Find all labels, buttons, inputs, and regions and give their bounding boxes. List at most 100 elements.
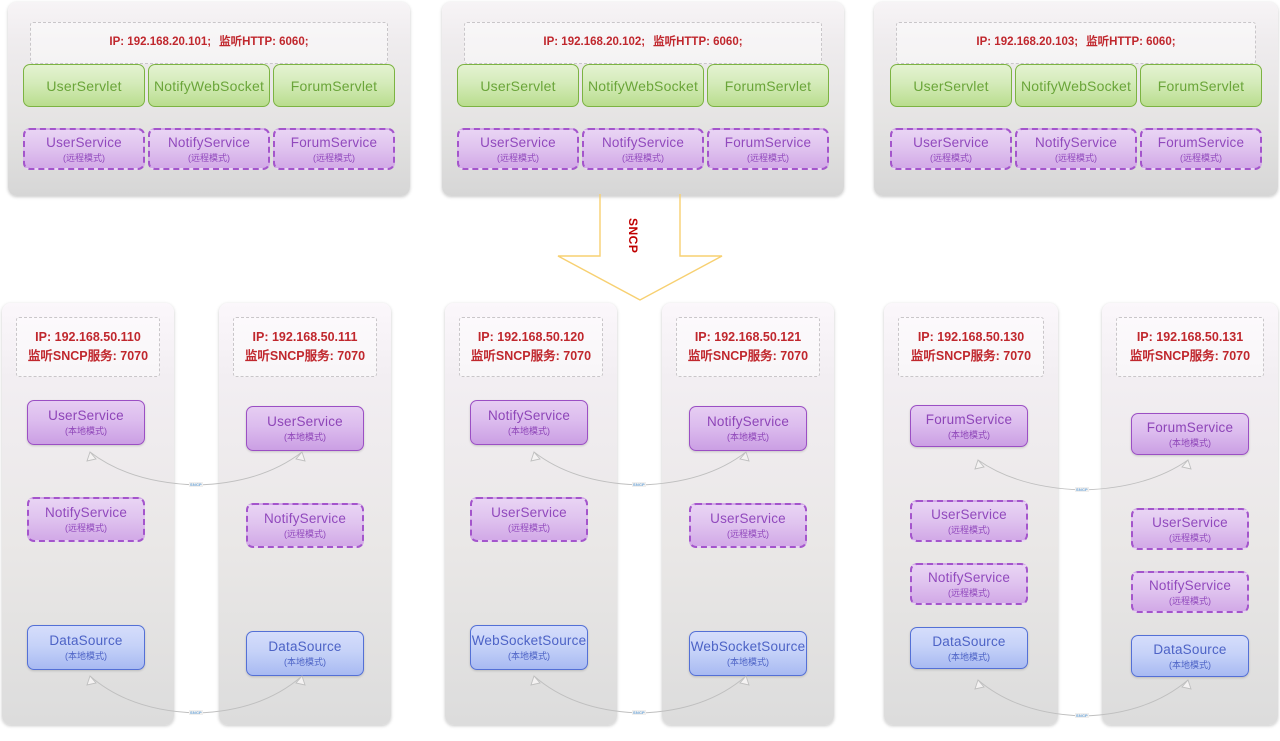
sncp-component-name-1-3: DataSource [49, 633, 123, 648]
servlet-box-2-2[interactable]: NotifyWebSocket [582, 64, 704, 107]
sncp-component-box-5-1[interactable]: ForumService(本地模式) [910, 405, 1028, 447]
sncp-component-mode-2-1: (本地模式) [284, 432, 326, 442]
service-box-3-1[interactable]: UserService (远程模式) [890, 128, 1012, 170]
sncp-component-mode-1-3: (本地模式) [65, 651, 107, 661]
sncp-component-box-6-2[interactable]: UserService (远程模式) [1131, 508, 1249, 550]
servlet-box-1-1[interactable]: UserServlet [23, 64, 145, 107]
sncp-connector-label-lower-2: SNCP [632, 710, 646, 715]
service-name-2-2: NotifyService [601, 134, 685, 150]
service-box-1-3[interactable]: ForumService(远程模式) [273, 128, 395, 170]
servlet-name-2-2: NotifyWebSocket [587, 77, 699, 94]
sncp-component-mode-3-3: (本地模式) [508, 651, 550, 661]
servlet-box-2-1[interactable]: UserServlet [457, 64, 579, 107]
sncp-component-box-2-2[interactable]: NotifyService(远程模式) [246, 503, 364, 548]
sncp-component-mode-3-1: (本地模式) [508, 426, 550, 436]
service-mode-1-2: (远程模式) [188, 152, 230, 163]
sncp-component-box-6-1[interactable]: ForumService(本地模式) [1131, 413, 1249, 455]
sncp-component-mode-1-2: (远程模式) [65, 523, 107, 533]
sncp-component-box-3-3[interactable]: WebSocketSource(本地模式) [470, 625, 588, 670]
service-box-1-1[interactable]: UserService(远程模式) [23, 128, 145, 170]
servlet-box-3-2[interactable]: NotifyWebSocket [1015, 64, 1137, 107]
service-mode-3-2: (远程模式) [1055, 152, 1097, 163]
sncp-component-mode-6-3: (远程模式) [1169, 595, 1211, 606]
service-mode-2-2: (远程模式) [622, 152, 664, 163]
top-host-panel-1: IP: 192.168.20.101;监听HTTP: 6060; UserServ… [8, 2, 410, 196]
sncp-component-mode-3-2: (远程模式) [508, 523, 550, 533]
sncp-component-box-1-3[interactable]: DataSource (本地模式) [27, 625, 145, 670]
sncp-component-mode-6-2: (远程模式) [1169, 532, 1211, 543]
sncp-component-mode-6-4: (本地模式) [1169, 659, 1211, 670]
sncp-component-box-5-3[interactable]: NotifyService (远程模式) [910, 563, 1028, 605]
sncp-ip-line2-3: 监听SNCP服务: 7070 [470, 349, 592, 363]
top-ip-line2-1: 监听HTTP: 6060; [219, 36, 309, 49]
sncp-ip-line2-2: 监听SNCP服务: 7070 [244, 349, 366, 363]
sncp-connector-label-upper-2: SNCP [632, 482, 646, 487]
sncp-component-box-2-3[interactable]: DataSource(本地模式) [246, 631, 364, 676]
servlet-box-1-2[interactable]: NotifyWebSocket [148, 64, 270, 107]
service-mode-3-1: (远程模式) [930, 152, 972, 163]
top-ip-header-1: IP: 192.168.20.101;监听HTTP: 6060; [30, 22, 388, 64]
service-mode-3-3: (远程模式) [1180, 152, 1222, 163]
sncp-component-name-5-4: DataSource [932, 633, 1006, 649]
sncp-component-name-6-4: DataSource [1153, 641, 1227, 657]
sncp-component-name-2-3: DataSource [268, 639, 342, 654]
service-name-3-1: UserService [913, 134, 989, 150]
servlet-box-1-3[interactable]: ForumServlet [273, 64, 395, 107]
service-mode-1-1: (远程模式) [63, 152, 105, 163]
service-box-2-1[interactable]: UserService(远程模式) [457, 128, 579, 170]
sncp-component-box-1-1[interactable]: UserService(本地模式) [27, 400, 145, 445]
sncp-component-box-4-2[interactable]: UserService(远程模式) [689, 503, 807, 548]
servlet-box-3-3[interactable]: ForumServlet [1140, 64, 1262, 107]
service-box-1-2[interactable]: NotifyService (远程模式) [148, 128, 270, 170]
sncp-component-box-6-3[interactable]: NotifyService(远程模式) [1131, 571, 1249, 613]
top-host-panel-2: IP: 192.168.20.102;监听HTTP: 6060;UserServ… [442, 2, 844, 196]
sncp-component-mode-5-3: (远程模式) [948, 587, 990, 598]
service-name-3-2: NotifyService [1034, 134, 1118, 150]
sncp-component-box-6-4[interactable]: DataSource (本地模式) [1131, 635, 1249, 677]
sncp-ip-header-6: IP: 192.168.50.131 监听SNCP服务: 7070 [1116, 317, 1264, 377]
sncp-ip-line1-6: IP: 192.168.50.131 [1136, 330, 1244, 345]
top-ip-text-1: IP: 192.168.20.101;监听HTTP: 6060; [109, 34, 308, 51]
service-name-3-3: ForumService [1157, 134, 1245, 150]
service-box-3-2[interactable]: NotifyService (远程模式) [1015, 128, 1137, 170]
servlet-box-2-3[interactable]: ForumServlet [707, 64, 829, 107]
service-box-2-2[interactable]: NotifyService (远程模式) [582, 128, 704, 170]
sncp-component-box-5-4[interactable]: DataSource(本地模式) [910, 627, 1028, 669]
service-box-2-3[interactable]: ForumService(远程模式) [707, 128, 829, 170]
sncp-component-box-4-1[interactable]: NotifyService(本地模式) [689, 406, 807, 451]
service-name-1-2: NotifyService [167, 134, 251, 150]
sncp-connector-label-lower-1: SNCP [189, 710, 203, 715]
servlet-name-3-3: ForumServlet [1157, 77, 1245, 94]
service-box-3-3[interactable]: ForumService (远程模式) [1140, 128, 1262, 170]
sncp-component-box-2-1[interactable]: UserService(本地模式) [246, 406, 364, 451]
sncp-component-box-4-3[interactable]: WebSocketSource(本地模式) [689, 631, 807, 676]
sncp-component-name-5-3: NotifyService [927, 569, 1011, 585]
servlet-box-3-1[interactable]: UserServlet [890, 64, 1012, 107]
top-ip-line1-3: IP: 192.168.20.103; [976, 36, 1079, 49]
sncp-component-mode-5-1: (本地模式) [948, 429, 990, 440]
sncp-component-name-5-2: UserService [931, 506, 1007, 522]
servlet-name-1-2: NotifyWebSocket [153, 77, 265, 94]
sncp-component-box-5-2[interactable]: UserService(远程模式) [910, 500, 1028, 542]
sncp-ip-line2-4: 监听SNCP服务: 7070 [687, 349, 809, 363]
sncp-component-box-3-1[interactable]: NotifyService(本地模式) [470, 400, 588, 445]
service-mode-1-3: (远程模式) [313, 152, 355, 163]
sncp-component-box-1-2[interactable]: NotifyService(远程模式) [27, 497, 145, 542]
servlet-name-1-1: UserServlet [46, 77, 122, 94]
sncp-component-name-6-2: UserService [1152, 514, 1228, 530]
top-ip-line1-2: IP: 192.168.20.102; [543, 36, 646, 49]
sncp-ip-line1-3: IP: 192.168.50.120 [477, 330, 585, 345]
sncp-ip-line2-6: 监听SNCP服务: 7070 [1129, 349, 1251, 363]
top-host-panel-3: IP: 192.168.20.103;监听HTTP: 6060; UserServ… [874, 2, 1278, 196]
sncp-ip-header-3: IP: 192.168.50.120 监听SNCP服务: 7070 [459, 317, 603, 377]
top-ip-text-3: IP: 192.168.20.103;监听HTTP: 6060; [976, 34, 1175, 51]
sncp-component-box-3-2[interactable]: UserService(远程模式) [470, 497, 588, 542]
sncp-component-name-6-1: ForumService [1146, 419, 1234, 435]
